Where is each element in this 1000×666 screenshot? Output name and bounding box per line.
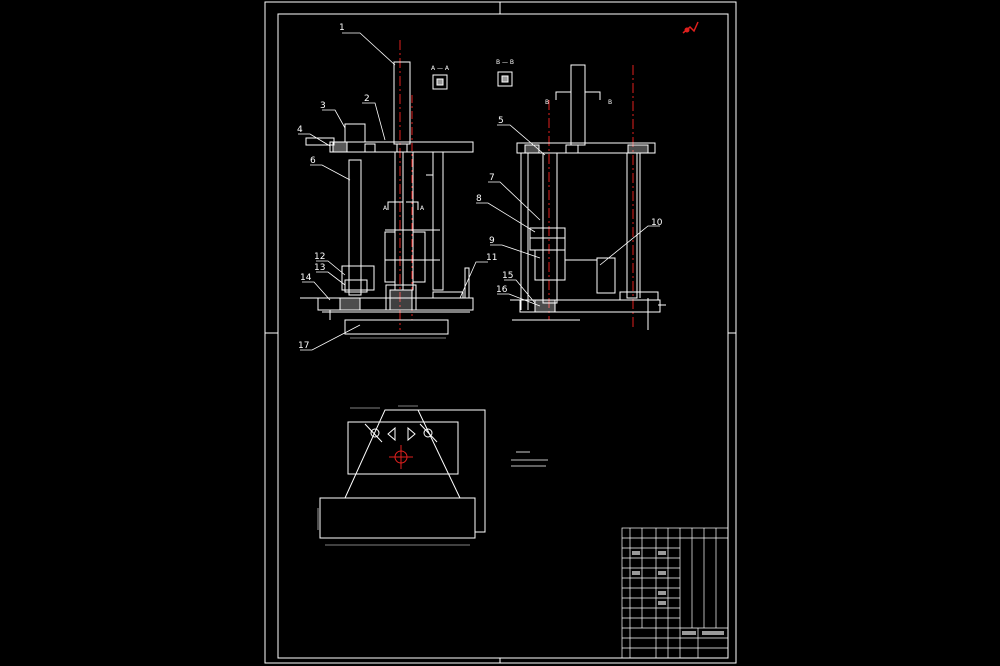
technical-notes <box>511 451 548 467</box>
leader-lines <box>298 32 660 351</box>
balloon-7: 7 <box>489 173 495 183</box>
balloon-6: 6 <box>310 156 316 166</box>
balloon-14: 14 <box>300 273 312 283</box>
cut-a-right: A <box>420 205 425 212</box>
title-block-marks <box>632 551 724 635</box>
outer-border <box>264 1 737 664</box>
balloon-2: 2 <box>364 94 370 104</box>
inner-frame <box>277 13 729 659</box>
section-a-label: A — A <box>431 65 450 72</box>
title-block <box>621 527 729 659</box>
balloon-16: 16 <box>496 285 508 295</box>
balloon-numbers: 1 2 3 4 5 6 7 8 9 10 11 12 13 14 15 16 1… <box>297 23 663 351</box>
balloon-11: 11 <box>486 253 497 263</box>
balloon-3: 3 <box>320 101 326 111</box>
balloon-12: 12 <box>314 252 325 262</box>
cut-b-left: B <box>545 99 549 106</box>
plan-view <box>317 405 486 546</box>
balloon-8: 8 <box>476 194 482 204</box>
balloon-13: 13 <box>314 263 325 273</box>
section-b-label: B — B <box>496 59 514 66</box>
balloon-9: 9 <box>489 236 495 246</box>
balloon-1: 1 <box>339 23 345 33</box>
main-view <box>300 40 474 339</box>
balloon-4: 4 <box>297 125 303 135</box>
section-detail-a <box>432 74 448 90</box>
balloon-10: 10 <box>651 218 663 228</box>
balloon-5: 5 <box>498 116 504 126</box>
cut-b-right: B <box>608 99 612 106</box>
side-view <box>510 64 666 330</box>
balloon-15: 15 <box>502 271 513 281</box>
corner-marker <box>682 21 699 34</box>
cut-a-left: A <box>383 205 388 212</box>
section-detail-b <box>497 71 513 87</box>
balloon-17: 17 <box>298 341 309 351</box>
